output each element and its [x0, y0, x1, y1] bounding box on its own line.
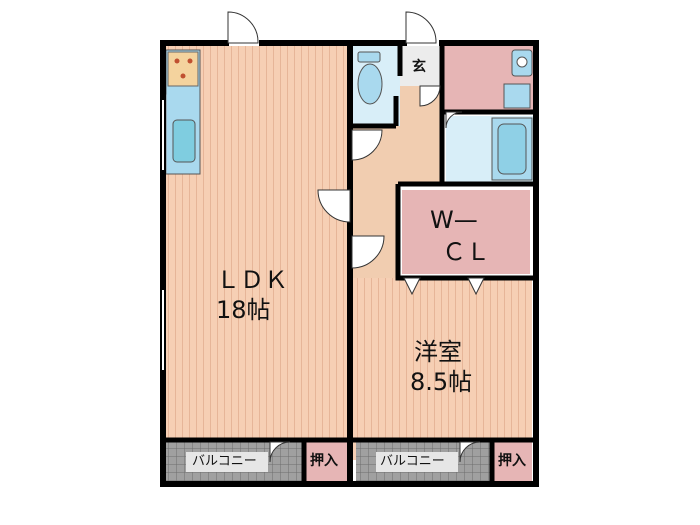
washer-icon: [503, 83, 531, 109]
ldk-name: ＬＤＫ: [216, 266, 288, 294]
western-room-size: 8.5帖: [410, 368, 473, 396]
walk-in-closet: [402, 190, 530, 274]
ldk-size: 18帖: [216, 296, 271, 324]
balcony-left-label: バルコニー: [192, 454, 257, 469]
wcl-label-line1: W—: [430, 206, 478, 234]
closet-left-label: 押入: [310, 453, 338, 469]
closet-right-label: 押入: [498, 453, 526, 469]
stove-icon: [167, 51, 199, 87]
western-room-name: 洋室: [414, 338, 462, 366]
western-room-floor: [352, 278, 532, 460]
washbasin-icon: [511, 49, 533, 77]
wcl-label-line2: ＣＬ: [442, 238, 490, 266]
door-swings: [227, 11, 481, 463]
balcony-right-label: バルコニー: [380, 454, 445, 469]
closet-left: [306, 442, 350, 482]
bathtub-icon: [491, 117, 533, 181]
walls: [160, 40, 539, 487]
entrance-floor: [400, 46, 442, 86]
toilet-icon: [357, 51, 383, 105]
closet-right: [494, 442, 532, 482]
sink-icon: [172, 119, 196, 163]
entrance-label: 玄: [412, 59, 426, 75]
